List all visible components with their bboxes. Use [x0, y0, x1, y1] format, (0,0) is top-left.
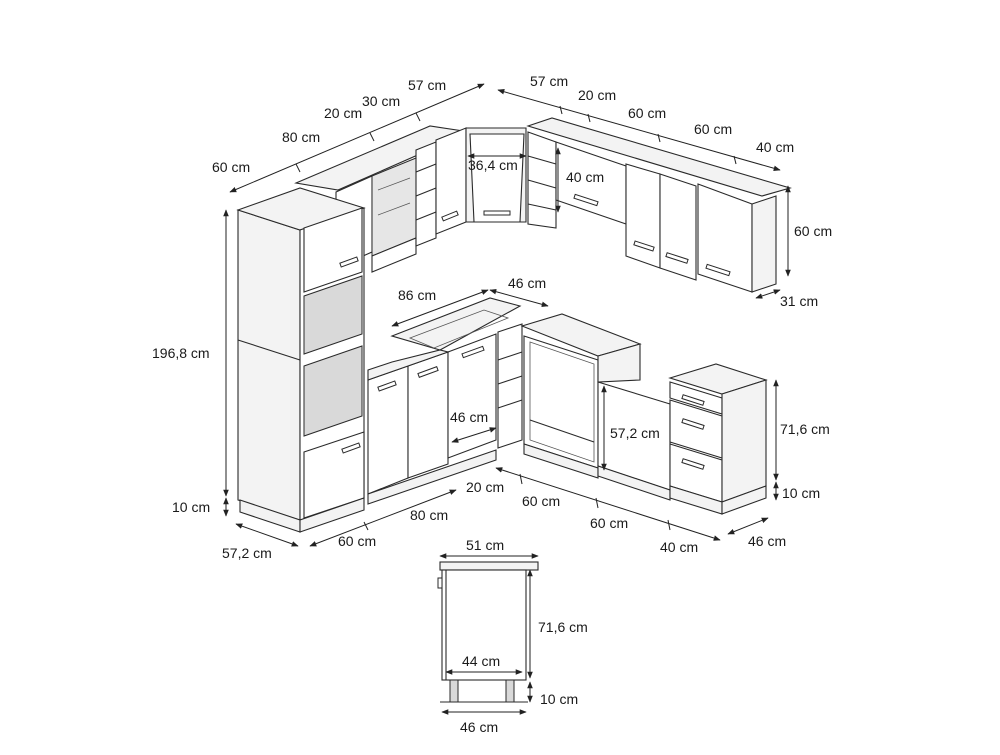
label-upper-60: 60 cm — [212, 159, 250, 175]
label-base-86: 86 cm — [398, 287, 436, 303]
dimension-labels: 60 cm 80 cm 20 cm 30 cm 57 cm 57 cm 20 c… — [152, 73, 832, 735]
label-base-60-b: 60 cm — [590, 515, 628, 531]
upper-door-3 — [697, 183, 753, 293]
label-wall-inner: 40 cm — [566, 169, 604, 185]
label-base-20: 20 cm — [466, 479, 504, 495]
base-cabinets-right — [520, 313, 768, 515]
tall-cabinet — [236, 187, 366, 533]
label-base-80: 80 cm — [410, 507, 448, 523]
label-upper-60-a: 60 cm — [628, 105, 666, 121]
upper-open-shelf-left — [415, 141, 437, 247]
label-upper-60-b: 60 cm — [694, 121, 732, 137]
upper-door-1 — [625, 163, 661, 269]
label-section-depth: 46 cm — [460, 719, 498, 735]
label-tall-height: 196,8 cm — [152, 345, 210, 361]
label-upper-height: 60 cm — [794, 223, 832, 239]
section-view — [437, 561, 539, 703]
label-upper-57-right: 57 cm — [530, 73, 568, 89]
label-corner-inner: 36,4 cm — [468, 157, 518, 173]
label-tall-plinth: 10 cm — [172, 499, 210, 515]
label-section-height: 71,6 cm — [538, 619, 588, 635]
label-base-46-inner: 46 cm — [450, 409, 488, 425]
label-section-width: 51 cm — [466, 537, 504, 553]
label-section-plinth: 10 cm — [540, 691, 578, 707]
label-base-height: 71,6 cm — [780, 421, 830, 437]
label-upper-30: 30 cm — [362, 93, 400, 109]
label-base-depth: 46 cm — [748, 533, 786, 549]
base-open-shelf — [497, 323, 523, 449]
tall-oven-niche — [303, 275, 363, 355]
upper-cabinets — [294, 117, 792, 293]
label-base-40: 40 cm — [660, 539, 698, 555]
label-base-plinth: 10 cm — [782, 485, 820, 501]
base-cabinets-left — [367, 297, 523, 505]
label-upper-80: 80 cm — [282, 129, 320, 145]
upper-door-2 — [659, 173, 697, 281]
tall-upper-door — [303, 207, 363, 293]
label-upper-depth: 31 cm — [780, 293, 818, 309]
label-base-60-a: 60 cm — [522, 493, 560, 509]
label-base-60-left: 60 cm — [338, 533, 376, 549]
section-cabinet-body — [441, 569, 527, 681]
label-upper-57-left: 57 cm — [408, 77, 446, 93]
tall-microwave-niche — [303, 345, 363, 437]
label-upper-20: 20 cm — [324, 105, 362, 121]
label-section-inner: 44 cm — [462, 653, 500, 669]
label-base-inner-57-2: 57,2 cm — [610, 425, 660, 441]
upper-open-shelf-right — [527, 131, 557, 229]
upper-corner-cabinet — [469, 133, 525, 223]
label-tall-depth: 57,2 cm — [222, 545, 272, 561]
label-upper-20-right: 20 cm — [578, 87, 616, 103]
dimension-lines — [223, 83, 791, 715]
label-upper-40: 40 cm — [756, 139, 794, 155]
label-base-46-top: 46 cm — [508, 275, 546, 291]
